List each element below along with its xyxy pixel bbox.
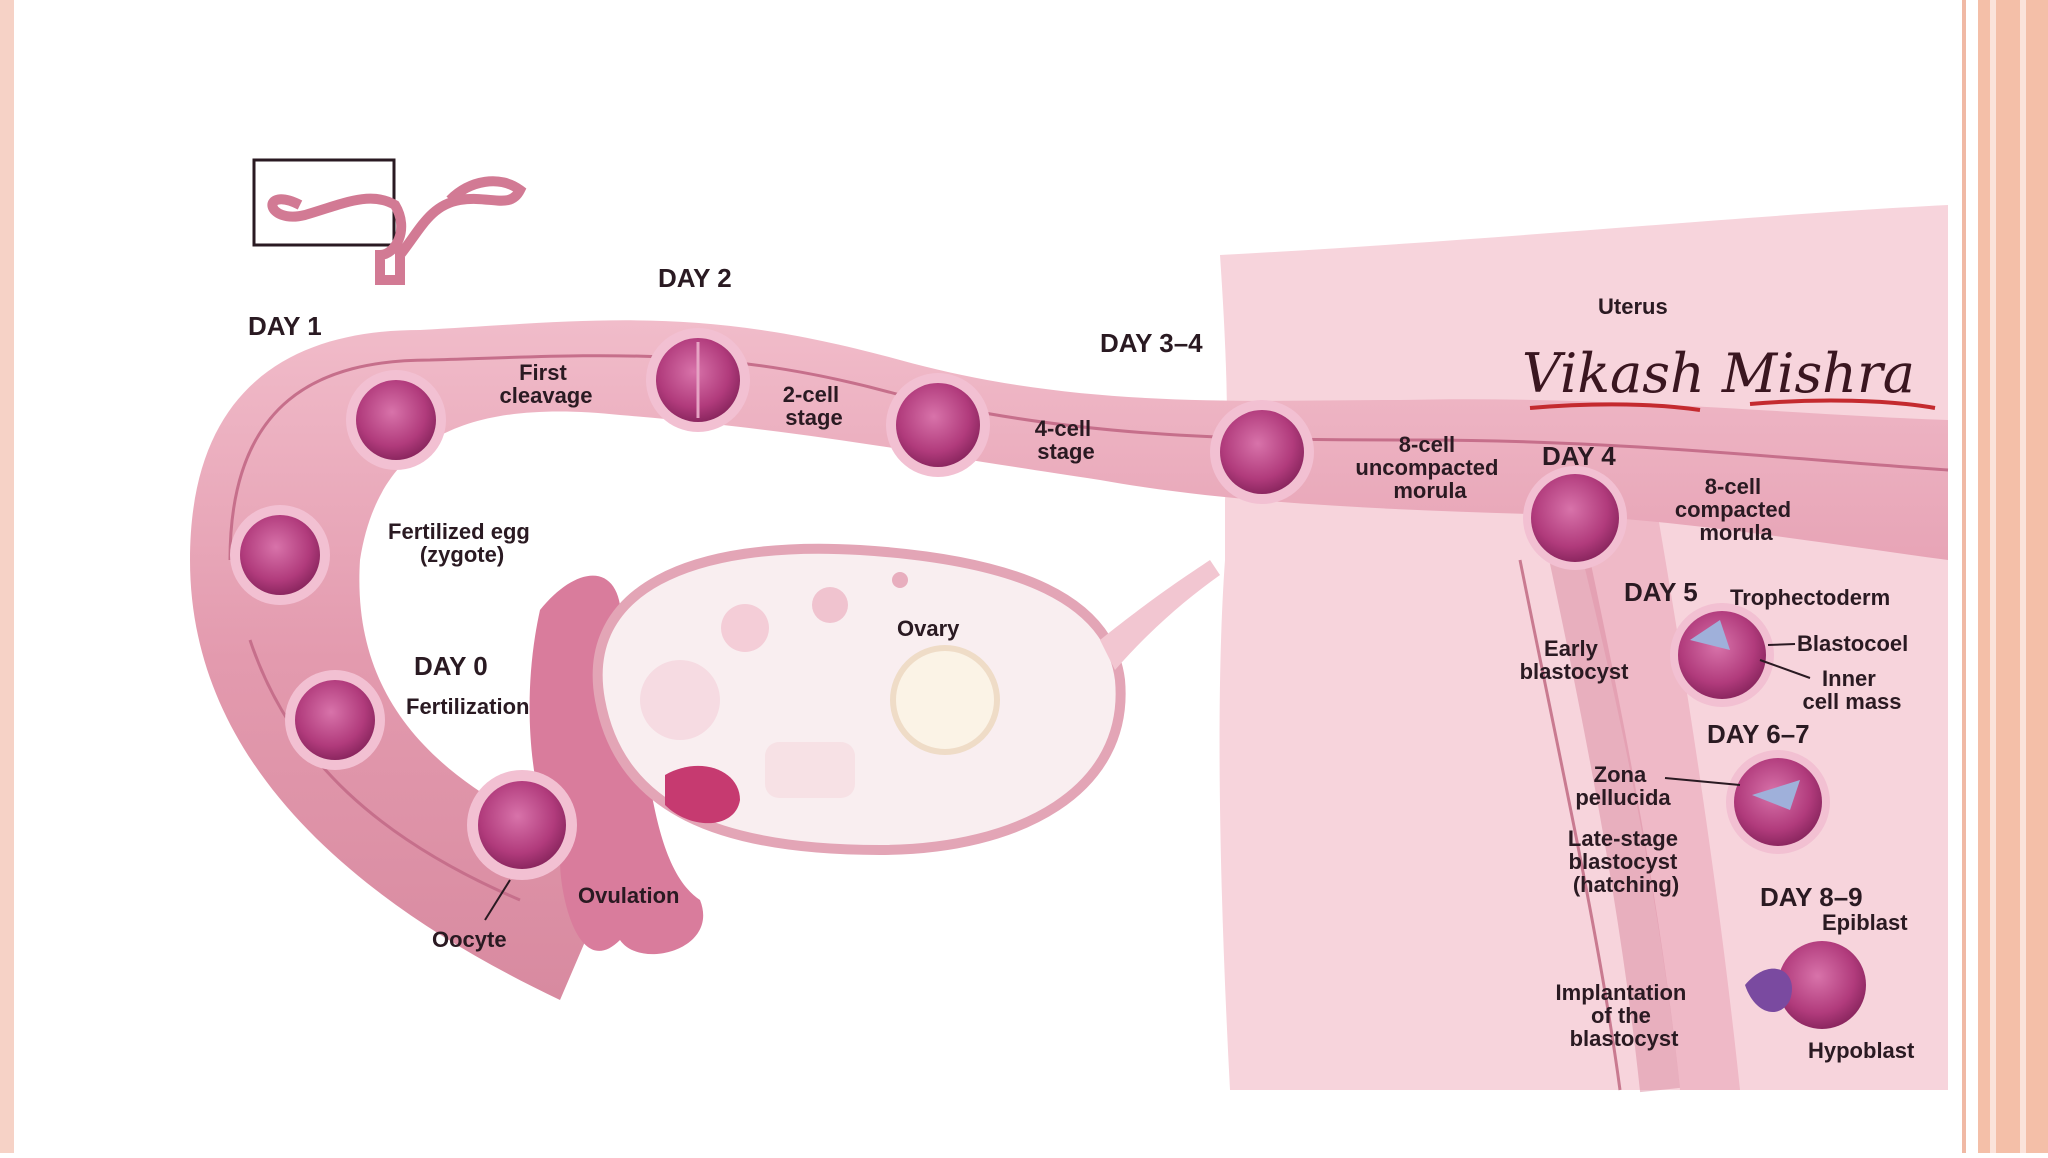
label-day-6-7: DAY 6–7 — [1707, 719, 1810, 749]
cell-early-blastocyst — [1678, 611, 1766, 699]
label-day-1: DAY 1 — [248, 311, 322, 341]
right-border — [1978, 0, 2048, 1153]
label-oocyte: Oocyte — [432, 927, 507, 952]
label-hypoblast: Hypoblast — [1808, 1038, 1915, 1063]
implantation-site — [1745, 968, 1792, 1012]
label-day-5: DAY 5 — [1624, 577, 1698, 607]
label-day-4: DAY 4 — [1542, 441, 1616, 471]
uterus-inset — [267, 176, 527, 285]
cell-fertilization — [295, 680, 375, 760]
uterine-wall — [1560, 470, 1740, 1090]
cell-8-cell-uncompacted — [1220, 410, 1304, 494]
cell-8-cell-compacted — [1531, 474, 1619, 562]
cell-4-cell — [896, 383, 980, 467]
cell-zygote — [240, 515, 320, 595]
label-ovulation: Ovulation — [578, 883, 679, 908]
fallopian-tube — [190, 320, 1948, 1000]
label-fertilized-egg: Fertilized egg (zygote) — [388, 519, 536, 567]
label-late-stage-blastocyst: Late-stage blastocyst (hatching) — [1568, 826, 1684, 897]
watermark-signature: Vikash Mishra — [1522, 342, 1915, 405]
label-zona-pellucida: Zona pellucida — [1575, 762, 1671, 810]
leader-lines — [484, 643, 1811, 921]
label-2-cell: 2-cell stage — [783, 382, 845, 430]
embryo-cells — [230, 328, 1866, 1029]
label-trophectoderm: Trophectoderm — [1730, 585, 1890, 610]
label-early-blastocyst: Early blastocyst — [1520, 636, 1629, 684]
fimbriae — [529, 575, 704, 955]
label-8-cell-compacted: 8-cell compacted morula — [1675, 474, 1797, 545]
cell-implanted-blastocyst — [1778, 941, 1866, 1029]
label-uterus: Uterus — [1598, 294, 1668, 319]
label-day-3-4: DAY 3–4 — [1100, 328, 1203, 358]
ruptured-follicle — [665, 765, 740, 824]
label-ovary: Ovary — [897, 616, 960, 641]
label-8-cell-uncompacted: 8-cell uncompacted morula — [1355, 432, 1504, 503]
right-border-line — [1962, 0, 1966, 1153]
ovarian-ligament — [1100, 560, 1220, 670]
label-fertilization: Fertilization — [406, 694, 529, 719]
label-day-2: DAY 2 — [658, 263, 732, 293]
label-first-cleavage: First cleavage — [500, 360, 593, 408]
label-4-cell: 4-cell stage — [1035, 416, 1097, 464]
label-day-8-9: DAY 8–9 — [1760, 882, 1863, 912]
cell-oocyte — [478, 781, 566, 869]
cell-first-cleavage — [356, 380, 436, 460]
label-implantation: Implantation of the blastocyst — [1556, 980, 1693, 1051]
left-border — [0, 0, 14, 1153]
label-day-0: DAY 0 — [414, 651, 488, 681]
label-inner-cell-mass: Inner cell mass — [1802, 666, 1901, 714]
label-blastocoel: Blastocoel — [1797, 631, 1908, 656]
label-epiblast: Epiblast — [1822, 910, 1908, 935]
